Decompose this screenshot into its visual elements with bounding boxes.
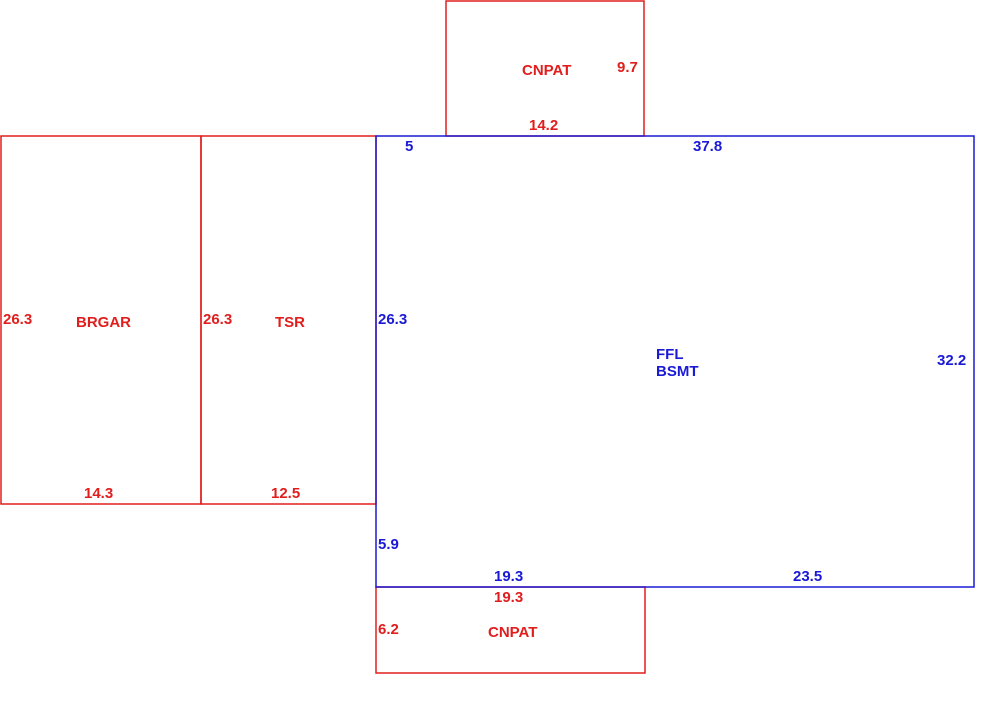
- brgar-dim-left: 26.3: [3, 311, 32, 328]
- cnpat-bottom-dim-top: 19.3: [494, 589, 523, 606]
- main-dim-bottom-left: 19.3: [494, 568, 523, 585]
- cnpat-top-label: CNPAT: [522, 62, 571, 79]
- area-brgar: BRGAR 26.3 14.3: [0, 135, 202, 505]
- tsr-dim-left: 26.3: [203, 311, 232, 328]
- main-dim-top: 37.8: [693, 138, 722, 155]
- tsr-dim-bottom: 12.5: [271, 485, 300, 502]
- cnpat-top-dim-right: 9.7: [617, 59, 638, 76]
- main-dim-top-left: 5: [405, 138, 413, 155]
- cnpat-top-dim-bottom: 14.2: [529, 117, 558, 134]
- area-main: FFL BSMT 5 37.8 26.3 32.2 5.9 19.3 23.5: [375, 135, 975, 588]
- brgar-dim-bottom: 14.3: [84, 485, 113, 502]
- main-label-line2: BSMT: [656, 363, 699, 380]
- brgar-label: BRGAR: [76, 314, 131, 331]
- main-dim-left: 26.3: [378, 311, 407, 328]
- main-dim-bottom-right: 23.5: [793, 568, 822, 585]
- main-outline: [375, 135, 975, 588]
- area-tsr: TSR 26.3 12.5: [200, 135, 377, 505]
- cnpat-bottom-dim-left: 6.2: [378, 621, 399, 638]
- area-cnpat-top: CNPAT 9.7 14.2: [445, 0, 645, 137]
- tsr-label: TSR: [275, 314, 305, 331]
- main-dim-left-lower: 5.9: [378, 536, 399, 553]
- area-cnpat-bottom: CNPAT 19.3 6.2: [375, 586, 646, 674]
- main-label-line1: FFL: [656, 346, 684, 363]
- cnpat-bottom-label: CNPAT: [488, 624, 537, 641]
- main-dim-right: 32.2: [937, 352, 966, 369]
